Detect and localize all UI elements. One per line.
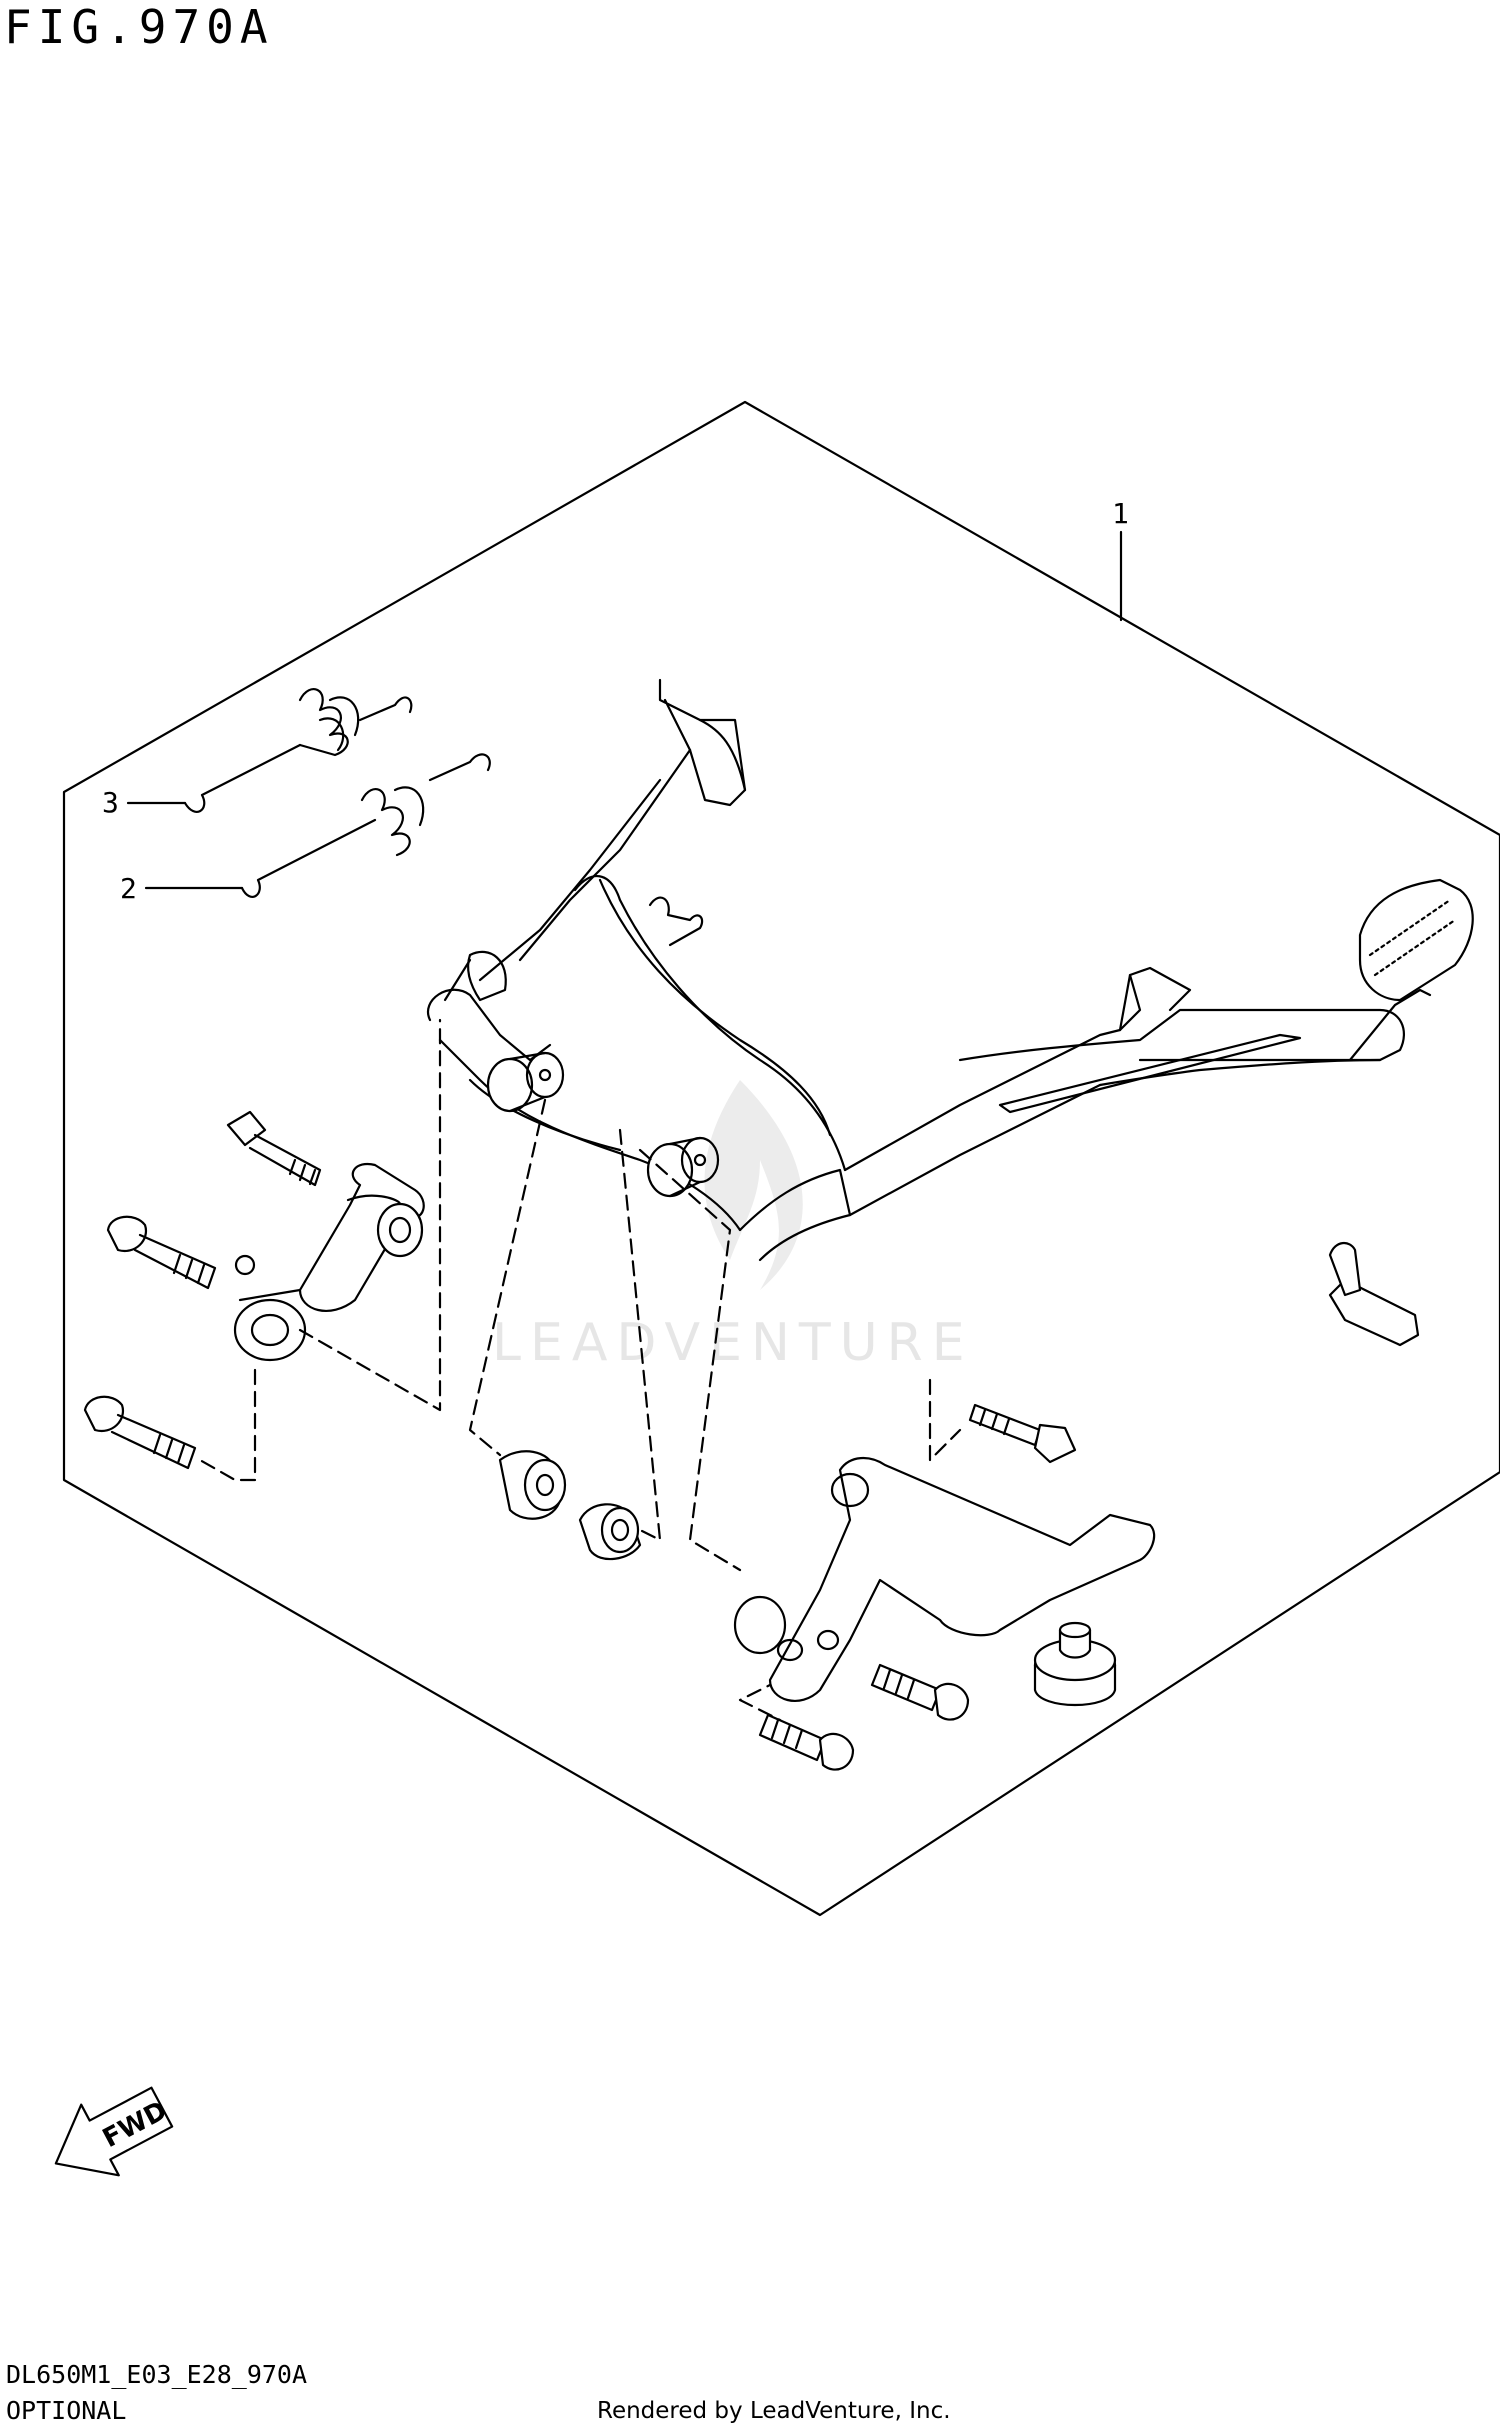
forward-direction-arrow: FWD [54,2086,174,2177]
bolt-middle-left[interactable] [106,1215,217,1290]
stopper-pin[interactable] [1328,1242,1420,1347]
rubber-stopper[interactable] [1033,1621,1117,1706]
section-label: OPTIONAL [6,2396,127,2425]
left-mounting-bracket[interactable] [233,1162,425,1362]
render-credit: Rendered by LeadVenture, Inc. [597,2398,951,2424]
drawing-code: DL650M1_E03_E28_970A [6,2360,308,2389]
bolt-middle-right[interactable] [870,1663,970,1721]
bolt-upper-right[interactable] [968,1403,1077,1464]
spring-part-3[interactable] [183,688,413,813]
watermark: LEADVENTURE [492,1080,974,1373]
bolt-upper-left[interactable] [226,1110,322,1187]
center-stand-frame[interactable] [427,678,1432,1262]
frame-pivot-right[interactable] [646,1136,720,1198]
stand-foot-pedal[interactable] [1358,878,1474,1002]
callout-3-number: 3 [102,786,119,819]
bushing-collar-2[interactable] [578,1503,642,1561]
right-mounting-bracket[interactable] [733,1457,1156,1702]
bolt-lower-right[interactable] [758,1713,855,1771]
spring-part-2[interactable] [240,753,491,898]
bushing-collar-1[interactable] [498,1450,567,1520]
figure-title: FIG.970A [4,0,274,54]
watermark-text: LEADVENTURE [492,1313,974,1373]
callout-2-number: 2 [120,872,137,905]
callout-3[interactable]: 3 [102,786,187,819]
callout-1[interactable]: 1 [1112,497,1129,622]
callout-1-number: 1 [1112,497,1129,530]
kit-boundary [62,400,1500,1917]
bolt-lower-left[interactable] [83,1395,197,1470]
callout-2[interactable]: 2 [120,872,244,905]
frame-pivot-left[interactable] [486,1051,565,1113]
